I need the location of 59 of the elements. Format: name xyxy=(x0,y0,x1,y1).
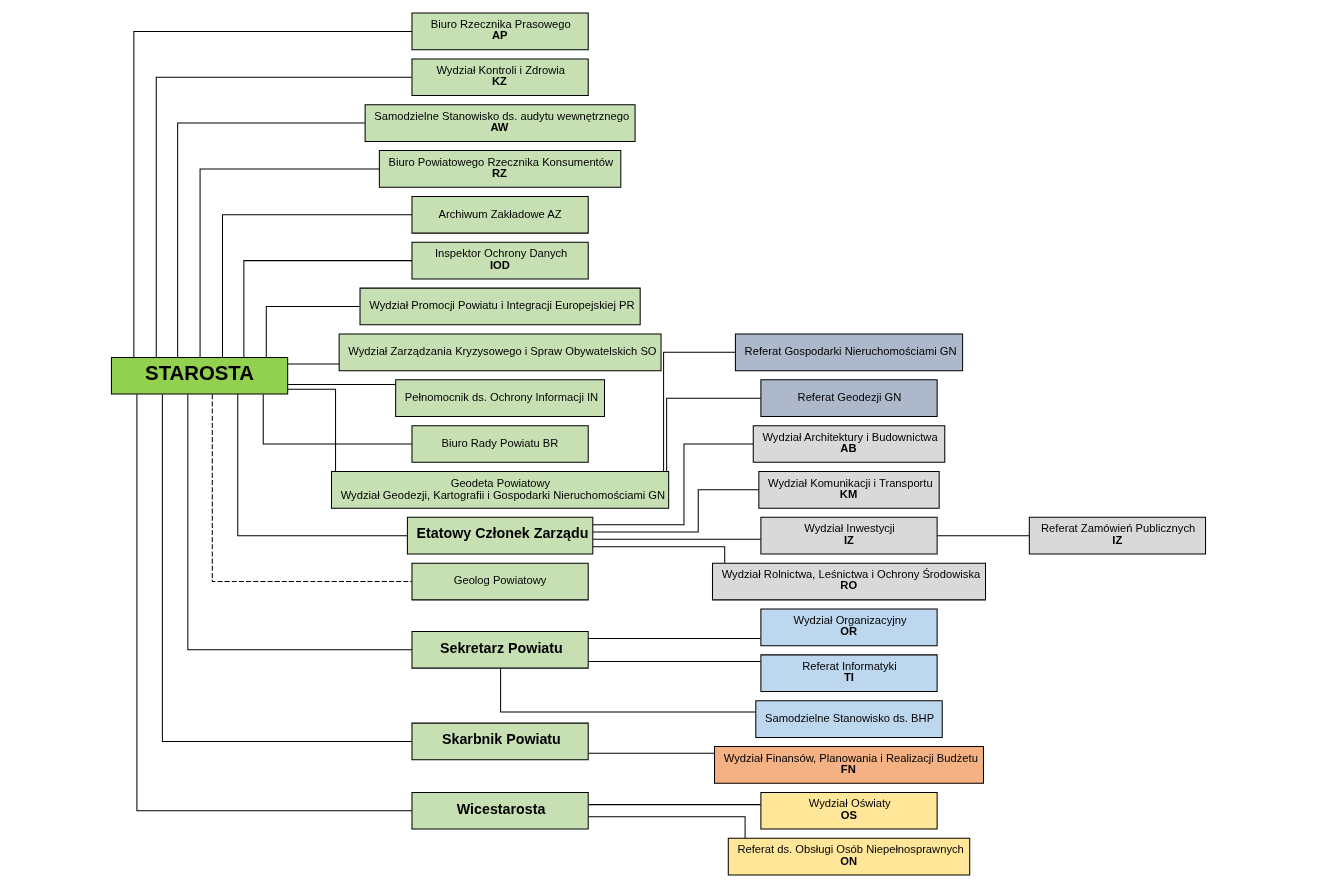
node-box: STAROSTA xyxy=(110,356,289,395)
node-box: Biuro Rady Powiatu BR xyxy=(411,424,589,463)
node-box: Inspektor Ochrony Danych IOD xyxy=(411,241,589,279)
connector xyxy=(187,393,413,650)
connector xyxy=(262,393,413,444)
node-box: Referat Zamówień Publicznych IZ xyxy=(1028,516,1207,555)
node-box: Biuro Rzecznika Prasowego AP xyxy=(411,12,589,50)
node-box: Etatowy Członek Zarządu xyxy=(406,516,594,555)
connector xyxy=(243,259,413,358)
connector xyxy=(588,752,715,754)
node-box: Geodeta Powiatowy Wydział Geodezji, Kartografii i Gospodarki Nieruchomościami GN xyxy=(331,470,670,509)
node-box: Wydział Architektury i Budownictwa AB xyxy=(752,424,946,463)
node-box: Archiwum Zakładowe AZ xyxy=(411,195,589,234)
node-box: Wydział Finansów, Planowania i Realizacji Budżetu FN xyxy=(714,745,984,784)
node-box: Wydział Rolnictwa, Leśnictwa i Ochrony Środowiska RO xyxy=(712,562,986,600)
node-box: Wydział Promocji Powiatu i Integracji Europejskiej PR xyxy=(359,287,641,325)
node-box: Wydział Inwestycji IZ xyxy=(760,516,938,555)
node-box: Referat Gospodarki Nieruchomościami GN xyxy=(734,332,964,371)
connector xyxy=(211,393,413,582)
connector xyxy=(221,213,413,358)
node-box: Referat Informatyki TI xyxy=(760,653,938,692)
node-box: Pełnomocnik ds. Ochrony Informacji IN xyxy=(395,378,605,417)
node-box: Wydział Zarządzania Kryzysowego i Spraw Obywatelskich SO xyxy=(338,332,662,371)
connector xyxy=(155,76,413,358)
connector xyxy=(199,167,380,358)
node-box: Wydział Kontroli i Zdrowia KZ xyxy=(411,57,589,96)
node-box: Referat ds. Obsługi Osób Niepełnosprawnych ON xyxy=(727,837,971,875)
connector xyxy=(592,545,726,563)
node-box: Biuro Powiatowego Rzecznika Konsumentów RZ xyxy=(378,149,622,188)
connector xyxy=(936,534,1030,536)
connector xyxy=(588,637,762,639)
connector xyxy=(287,363,340,365)
connector xyxy=(287,388,337,472)
connector xyxy=(177,122,366,358)
node-box: Wydział Organizacyjny OR xyxy=(760,608,938,646)
node-box: Sekretarz Powiatu xyxy=(411,630,589,669)
node-box: Wicestarosta xyxy=(411,791,589,830)
node-box: Samodzielne Stanowisko ds. audytu wewnętrznego AW xyxy=(364,103,636,142)
connector xyxy=(666,397,762,472)
connector xyxy=(237,393,408,536)
node-box: Samodzielne Stanowisko ds. BHP xyxy=(755,699,943,738)
node-box: Wydział Komunikacji i Transportu KM xyxy=(758,470,940,509)
connector xyxy=(663,351,736,472)
connector xyxy=(588,815,746,839)
connector xyxy=(161,393,413,742)
connector xyxy=(133,30,413,358)
connector xyxy=(588,803,762,805)
connector xyxy=(592,488,760,533)
connector xyxy=(136,393,413,811)
node-box: Geolog Powiatowy xyxy=(411,562,589,600)
node-box: Skarbnik Powiatu xyxy=(411,722,589,760)
connector xyxy=(588,660,762,662)
connector xyxy=(287,383,396,385)
connector xyxy=(265,305,361,358)
connector xyxy=(592,443,754,525)
node-box: Wydział Oświaty OS xyxy=(760,791,938,830)
connector xyxy=(592,538,762,540)
node-box: Referat Geodezji GN xyxy=(760,378,938,417)
connector xyxy=(500,667,757,712)
